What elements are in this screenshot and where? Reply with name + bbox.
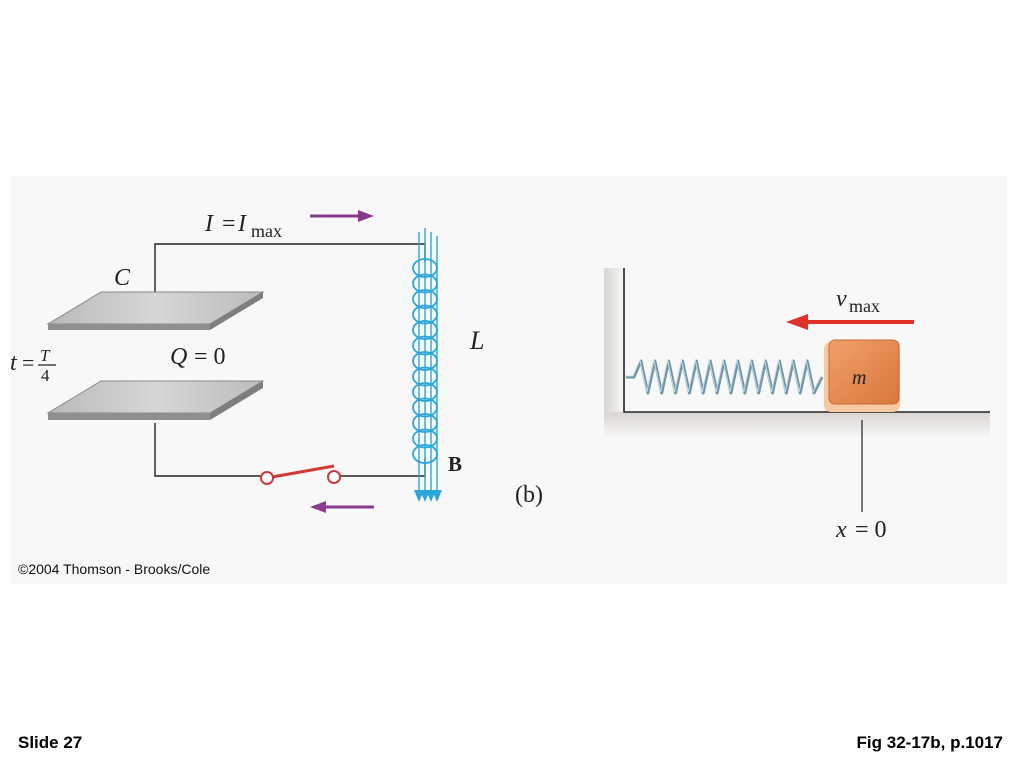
- part-label: (b): [515, 482, 543, 508]
- current-label-I: I: [204, 211, 214, 237]
- capacitor-bottom-plate: [46, 380, 265, 420]
- figure-reference: Fig 32-17b, p.1017: [856, 733, 1003, 752]
- switch: [260, 464, 341, 485]
- current-arrow-bottom: [310, 501, 374, 513]
- slide-number: Slide 27: [18, 733, 83, 752]
- spring-highlight: [625, 358, 822, 394]
- time-label-t: t: [10, 350, 18, 376]
- mass-label: m: [852, 367, 866, 389]
- field-arrowheads: [414, 490, 442, 502]
- current-label-equals: =: [222, 211, 236, 237]
- position-label-x: x: [835, 517, 847, 543]
- time-label-numerator: T: [40, 346, 51, 365]
- time-label-equals: =: [22, 350, 34, 375]
- magnetic-field-label: B: [448, 452, 462, 476]
- velocity-label-v: v: [836, 286, 847, 312]
- capacitor-label: C: [114, 265, 131, 291]
- inductor-label: L: [469, 326, 484, 355]
- velocity-label-subscript: max: [849, 296, 880, 316]
- current-arrow-top: [310, 210, 374, 222]
- current-label-subscript: max: [251, 221, 282, 241]
- charge-label-Q: Q: [170, 344, 187, 370]
- current-label-I-max: I: [237, 211, 247, 237]
- capacitor-top-plate: [46, 291, 265, 330]
- wall-and-floor: [604, 268, 990, 438]
- spring: [625, 358, 824, 395]
- magnetic-field-lines: [418, 228, 438, 496]
- charge-label-value: = 0: [188, 344, 226, 370]
- spring-coil: [626, 359, 824, 395]
- position-label-value: = 0: [849, 517, 887, 543]
- velocity-arrow: [786, 314, 914, 330]
- mass-block: [824, 339, 900, 412]
- copyright-notice: ©2004 Thomson - Brooks/Cole: [18, 561, 211, 577]
- time-label-denominator: 4: [41, 366, 50, 385]
